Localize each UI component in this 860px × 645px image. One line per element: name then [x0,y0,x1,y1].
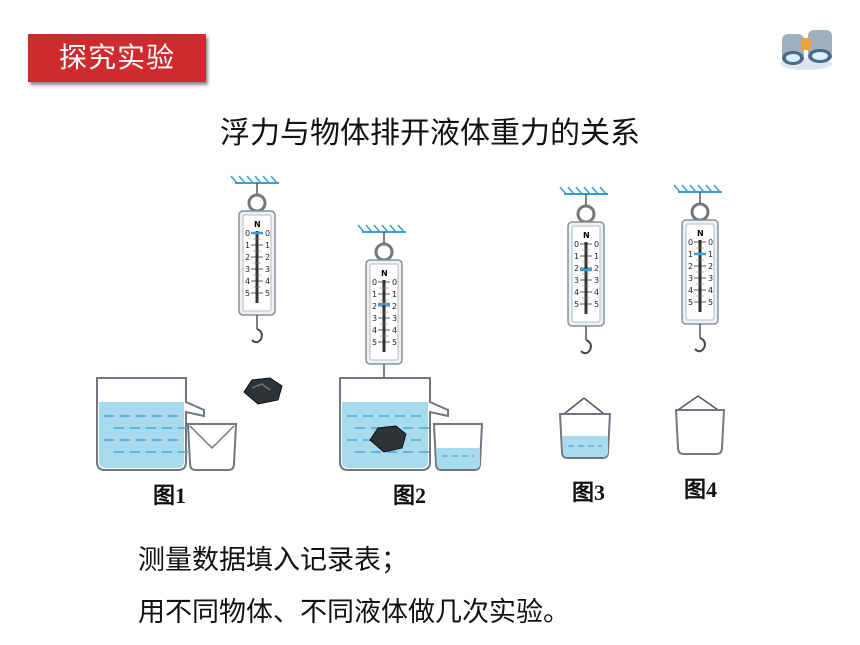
scale-tick-label: 5 [265,289,270,298]
scale-tick-label: 3 [574,276,579,285]
scale-tick-label: 1 [688,250,693,259]
scale-tick-label: 0 [574,240,579,249]
scale-tick-label: 5 [245,289,250,298]
scale-tick-label: 2 [392,302,397,311]
scale-tick-label: 4 [688,286,693,295]
scale-tick-label: 4 [265,277,270,286]
scale-tick-label: 1 [594,252,599,261]
scale-tick-label: 4 [594,288,599,297]
caption-4: 图4 [684,477,717,502]
scale-tick-label: 1 [392,290,397,299]
scale-tick-label: 5 [392,338,397,347]
instruction-line-2: 用不同物体、不同液体做几次实验。 [138,597,570,628]
scale-tick-label: 0 [688,238,693,247]
scale-tick-label: 1 [265,241,270,250]
scale-tick-label: 1 [708,250,713,259]
scale-tick-label: 4 [574,288,579,297]
scale-tick-label: 2 [265,253,270,262]
scale-tick-label: 4 [372,326,377,335]
instruction-line-1: 测量数据填入记录表； [138,545,408,576]
scale-tick-label: 5 [372,338,377,347]
caption-3: 图3 [572,480,605,505]
section-tag: 探究实验 [28,34,206,82]
scale-tick-label: 5 [594,300,599,309]
scale-tick-label: 2 [372,302,377,311]
page-title: 浮力与物体排开液体重力的关系 [220,116,640,151]
scale-tick-label: 0 [594,240,599,249]
scale-tick-label: 5 [688,298,693,307]
caption-2: 图2 [393,483,426,508]
scale-tick-label: 5 [574,300,579,309]
scale-tick-label: 1 [574,252,579,261]
scale-tick-label: 3 [265,265,270,274]
binoculars-icon [780,30,832,70]
scale-unit-label: N [583,231,590,240]
scale-tick-label: 4 [392,326,397,335]
figure-2: 图2 [339,224,484,508]
scale-tick-label: 3 [372,314,377,323]
scale-tick-label: 3 [688,274,693,283]
scale-tick-label: 0 [708,238,713,247]
scale-tick-label: 1 [245,241,250,250]
scale-tick-label: 2 [688,262,693,271]
scale-tick-label: 4 [245,277,250,286]
scale-tick-label: 2 [708,262,713,271]
scale-unit-label: N [381,269,388,278]
caption-1: 图1 [153,483,186,508]
figure-1: 图1 [96,175,283,508]
scale-tick-label: 0 [372,278,377,287]
scale-tick-label: 3 [594,276,599,285]
scale-tick-label: 2 [594,264,599,273]
scale-tick-label: 0 [392,278,397,287]
scale-tick-label: 3 [392,314,397,323]
figure-3: 图3 [558,186,612,505]
scale-tick-label: 4 [708,286,713,295]
figure-4: 图4 [673,184,726,502]
scale-tick-label: 0 [245,229,250,238]
scale-tick-label: 0 [265,229,270,238]
scale-tick-label: 2 [574,264,579,273]
scale-tick-label: 1 [372,290,377,299]
scale-tick-label: 5 [708,298,713,307]
scale-unit-label: N [254,220,261,229]
scale-tick-label: 2 [245,253,250,262]
scale-unit-label: N [697,229,704,238]
scale-tick-label: 3 [245,265,250,274]
scale-tick-label: 3 [708,274,713,283]
